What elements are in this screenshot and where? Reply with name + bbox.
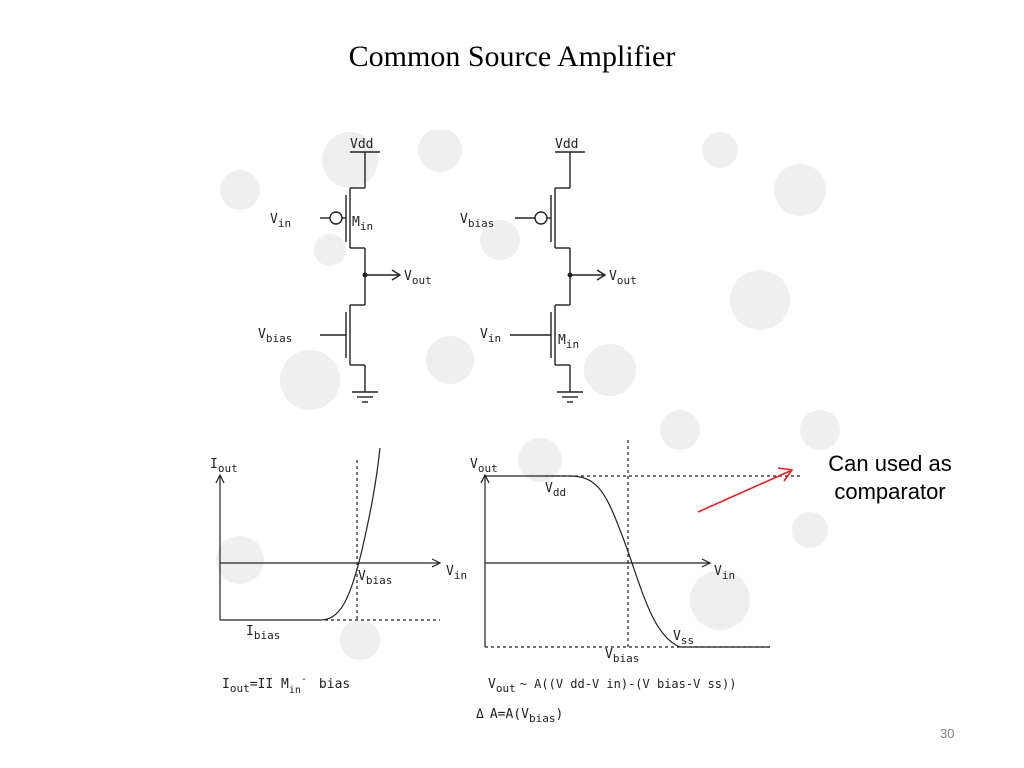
slide-title: Common Source Amplifier	[348, 40, 676, 73]
page-number: 30	[940, 726, 955, 741]
left-top-gate-sub: in	[278, 217, 291, 230]
svg-text:Vout~ A((V dd-V in)-(V bias-V: Vout ~ A((V dd-V in)-(V bias-V ss))	[488, 677, 736, 695]
delta-icon: Δ	[476, 707, 484, 722]
right-vss-label: V	[673, 629, 681, 644]
left-top-label: M	[352, 215, 360, 230]
left-formula-tail: bias	[319, 677, 350, 692]
svg-text:ΔA=A(Vbias): Δ A=A(Vbias)	[476, 707, 563, 725]
svg-text:Vbias: Vbias	[258, 327, 292, 345]
left-ibias-sub: bias	[254, 629, 281, 642]
right-graph-labels: Vout Vin Vdd Vss Vbias Vout ~ A((V dd-V i…	[470, 457, 736, 725]
svg-text:Vin: Vin	[714, 564, 735, 582]
comparator-note-line2: comparator	[834, 479, 946, 504]
comparator-note: Can used as comparator	[800, 450, 980, 506]
right-graph	[480, 440, 800, 648]
left-formula-lhs: I	[222, 677, 230, 692]
svg-text:Min: Min	[558, 333, 579, 351]
right-formula2: A=A(V	[490, 707, 529, 722]
right-out-node	[567, 272, 573, 278]
right-circuit	[510, 151, 607, 403]
svg-text:Vbias: Vbias	[460, 212, 494, 230]
right-bottom-gate-sub: in	[488, 332, 501, 345]
right-x-axis-label: V	[714, 564, 722, 579]
left-vbias-mark: V	[358, 569, 366, 584]
left-out-node	[362, 272, 368, 278]
left-circuit-labels: Vdd Vin Min Vout Vbias	[258, 137, 432, 345]
circuit-figure: Vdd Vin Min Vout Vbias Vdd Vbias Vout Vi…	[210, 130, 840, 725]
left-bottom-gate-sub: bias	[266, 332, 293, 345]
left-out-sub: out	[412, 274, 432, 287]
right-vbias-mark: V	[605, 647, 613, 662]
left-vdd-label: Vdd	[350, 137, 373, 152]
svg-text:Vout: Vout	[404, 269, 432, 287]
right-formula1-lhs: V	[488, 677, 496, 692]
right-vss-sub: ss	[681, 634, 694, 647]
right-y-axis-label: V	[470, 457, 478, 472]
svg-text:Vbias: Vbias	[605, 647, 639, 665]
right-out-label: V	[609, 269, 617, 284]
svg-text:Iout: Iout	[210, 457, 238, 475]
left-y-axis-label: I	[210, 457, 218, 472]
svg-text:Vbias: Vbias	[358, 569, 392, 587]
right-y-axis-sub: out	[478, 462, 498, 475]
left-formula-rest: =II M	[250, 677, 289, 692]
right-formula2-close: )	[555, 707, 563, 722]
right-vdd-sub: dd	[553, 486, 566, 499]
left-circuit	[320, 151, 402, 403]
svg-text:Vss: Vss	[673, 629, 694, 647]
svg-text:Ibias: Ibias	[246, 624, 280, 642]
left-ibias-label: I	[246, 624, 254, 639]
left-bottom-gate-label: V	[258, 327, 266, 342]
right-formula1-rest: ~ A((V dd-V in)-(V bias-V ss))	[520, 677, 737, 691]
right-vbias-mark-sub: bias	[613, 652, 640, 665]
comparator-arrow	[697, 467, 794, 513]
right-vdd-label: Vdd	[555, 137, 578, 152]
right-bottom-gate-label: V	[480, 327, 488, 342]
svg-text:Vin: Vin	[480, 327, 501, 345]
svg-text:Vdd: Vdd	[545, 481, 566, 499]
right-vdd-label: V	[545, 481, 553, 496]
left-formula-lhs-sub: out	[230, 682, 250, 695]
left-x-axis-label: V	[446, 564, 454, 579]
svg-text:Vout: Vout	[470, 457, 498, 475]
svg-text:Vout: Vout	[609, 269, 637, 287]
right-out-sub: out	[617, 274, 637, 287]
left-formula-m-sup: -	[301, 674, 307, 685]
left-graph	[215, 447, 442, 621]
right-formula1-sub: out	[496, 682, 516, 695]
right-bottom-label: M	[558, 333, 566, 348]
right-formula2-sub: bias	[529, 712, 556, 725]
svg-text:Vin: Vin	[446, 564, 467, 582]
left-top-gate-label: V	[270, 212, 278, 227]
right-top-gate-sub: bias	[468, 217, 495, 230]
svg-text:Min: Min	[352, 215, 373, 233]
left-out-label: V	[404, 269, 412, 284]
comparator-note-line1: Can used as	[828, 451, 952, 476]
svg-text:Iout=II Min-bias: Iout=II Min- bias	[222, 674, 350, 696]
right-x-axis-sub: in	[722, 569, 735, 582]
right-circuit-labels: Vdd Vbias Vout Vin Min	[460, 137, 637, 351]
left-formula-m-sub: in	[289, 685, 301, 696]
left-y-axis-sub: out	[218, 462, 238, 475]
left-x-axis-sub: in	[454, 569, 467, 582]
left-graph-labels: Iout Vin Vbias Ibias Iout=II Min-bias	[210, 457, 467, 696]
right-top-gate-label: V	[460, 212, 468, 227]
background-bubbles	[216, 130, 840, 660]
svg-text:Vin: Vin	[270, 212, 291, 230]
left-vbias-mark-sub: bias	[366, 574, 393, 587]
right-bottom-label-sub: in	[566, 338, 579, 351]
left-top-label-sub: in	[360, 220, 373, 233]
